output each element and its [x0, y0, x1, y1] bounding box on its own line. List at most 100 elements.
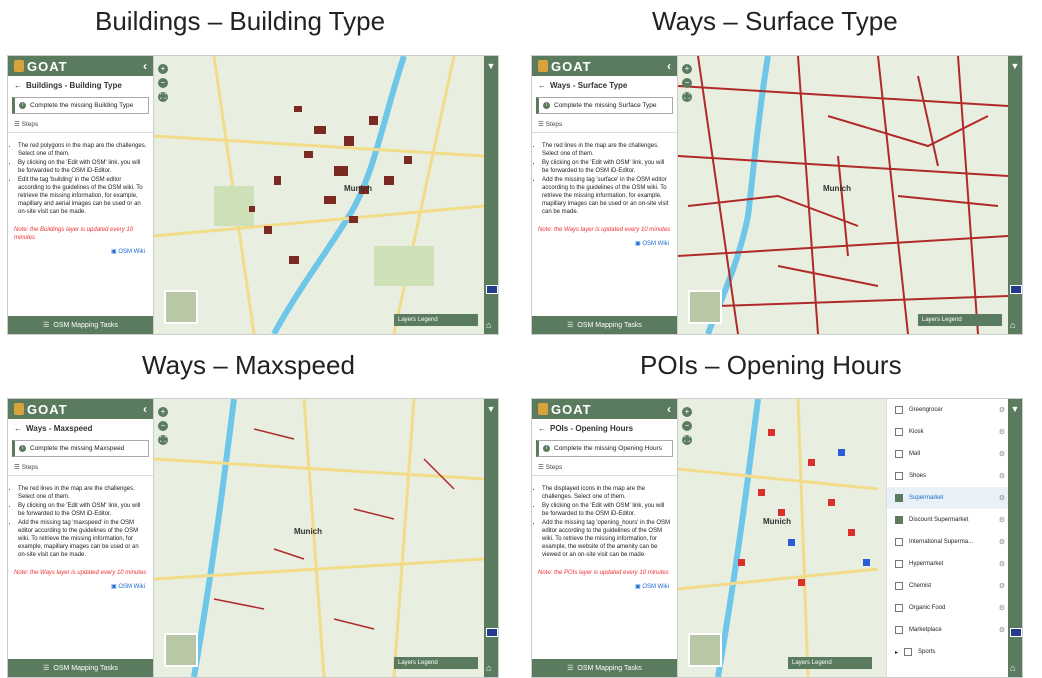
- zoom-in-button[interactable]: +: [682, 407, 692, 417]
- layers-legend-dropdown[interactable]: Layers Legend: [394, 314, 478, 326]
- filter-icon[interactable]: ▼: [486, 61, 496, 71]
- filter-icon[interactable]: ▼: [1010, 61, 1020, 71]
- back-arrow-icon[interactable]: ←: [538, 81, 546, 90]
- back-arrow-icon[interactable]: ←: [14, 424, 22, 433]
- map-canvas[interactable]: [154, 399, 484, 677]
- osm-wiki-link[interactable]: ▣ OSM Wiki: [634, 584, 669, 590]
- layers-legend-dropdown[interactable]: Layers Legend: [394, 657, 478, 669]
- mapping-tasks-button[interactable]: ☰OSM Mapping Tasks: [8, 659, 153, 677]
- osm-wiki-link[interactable]: ▣ OSM Wiki: [634, 241, 669, 247]
- gear-icon[interactable]: ⚙: [998, 473, 1005, 480]
- checkbox[interactable]: [895, 626, 903, 634]
- poi-item-mall[interactable]: Mall⚙: [887, 443, 1008, 465]
- checkbox[interactable]: [895, 450, 903, 458]
- breadcrumb[interactable]: ←POIs - Opening Hours: [538, 424, 634, 433]
- breadcrumb[interactable]: ←Buildings - Building Type: [14, 81, 122, 90]
- poi-item-chemist[interactable]: Chemist⚙: [887, 575, 1008, 597]
- back-arrow-icon[interactable]: ←: [538, 424, 546, 433]
- layers-legend-dropdown[interactable]: Layers Legend: [918, 314, 1002, 326]
- breadcrumb[interactable]: ←Ways - Surface Type: [538, 81, 628, 90]
- checkbox[interactable]: [895, 406, 903, 414]
- zoom-in-button[interactable]: +: [682, 64, 692, 74]
- gear-icon[interactable]: ⚙: [998, 407, 1005, 414]
- collapse-icon[interactable]: ‹: [667, 59, 671, 73]
- layers-legend-dropdown[interactable]: Layers Legend: [788, 657, 872, 669]
- filter-icon[interactable]: ▼: [1010, 404, 1020, 414]
- basemap-switcher[interactable]: [688, 633, 722, 667]
- map-view[interactable]: + − ⛶ Munich Layers Legend Greengrocer⚙ …: [678, 399, 1008, 677]
- poi-item-sports[interactable]: ▸Sports: [895, 648, 936, 656]
- poi-item-supermarket[interactable]: Supermarket⚙: [887, 487, 1008, 509]
- home-icon[interactable]: ⌂: [1010, 663, 1016, 673]
- collapse-icon[interactable]: ‹: [667, 402, 671, 416]
- fullscreen-button[interactable]: ⛶: [682, 92, 692, 102]
- map-view[interactable]: + − ⛶ Munich Layers Legend: [154, 56, 484, 334]
- map-canvas[interactable]: [678, 56, 1008, 334]
- filter-icon[interactable]: ▼: [486, 404, 496, 414]
- language-flag-icon[interactable]: [486, 628, 498, 637]
- checkbox[interactable]: [895, 472, 903, 480]
- poi-item-discount-supermarket[interactable]: Discount Supermarket⚙: [887, 509, 1008, 531]
- gear-icon[interactable]: ⚙: [998, 583, 1005, 590]
- poi-item-greengrocer[interactable]: Greengrocer⚙: [887, 399, 1008, 421]
- checkbox[interactable]: [895, 428, 903, 436]
- poi-item-international-supermarket[interactable]: International Superma...⚙: [887, 531, 1008, 553]
- home-icon[interactable]: ⌂: [1010, 320, 1016, 330]
- gear-icon[interactable]: ⚙: [998, 495, 1005, 502]
- poi-item-hypermarket[interactable]: Hypermarket⚙: [887, 553, 1008, 575]
- gear-icon[interactable]: ⚙: [998, 605, 1005, 612]
- breadcrumb[interactable]: ←Ways - Maxspeed: [14, 424, 93, 433]
- poi-item-kiosk[interactable]: Kiosk⚙: [887, 421, 1008, 443]
- fullscreen-button[interactable]: ⛶: [158, 92, 168, 102]
- gear-icon[interactable]: ⚙: [998, 451, 1005, 458]
- checkbox[interactable]: [895, 494, 903, 502]
- zoom-out-button[interactable]: −: [158, 78, 168, 88]
- fullscreen-button[interactable]: ⛶: [682, 435, 692, 445]
- map-canvas[interactable]: [154, 56, 484, 334]
- mapping-tasks-button[interactable]: ☰OSM Mapping Tasks: [8, 316, 153, 334]
- collapse-icon[interactable]: ‹: [143, 402, 147, 416]
- poi-item-marketplace[interactable]: Marketplace⚙: [887, 619, 1008, 641]
- gear-icon[interactable]: ⚙: [998, 429, 1005, 436]
- zoom-in-button[interactable]: +: [158, 407, 168, 417]
- gear-icon[interactable]: ⚙: [998, 539, 1005, 546]
- map-canvas[interactable]: [678, 399, 1008, 677]
- zoom-in-button[interactable]: +: [158, 64, 168, 74]
- language-flag-icon[interactable]: [1010, 285, 1022, 294]
- basemap-switcher[interactable]: [688, 290, 722, 324]
- back-arrow-icon[interactable]: ←: [14, 81, 22, 90]
- poi-item-shoes[interactable]: Shoes⚙: [887, 465, 1008, 487]
- mapping-tasks-button[interactable]: ☰OSM Mapping Tasks: [532, 659, 677, 677]
- expand-icon[interactable]: ▸: [895, 649, 899, 656]
- gear-icon[interactable]: ⚙: [998, 561, 1005, 568]
- fullscreen-button[interactable]: ⛶: [158, 435, 168, 445]
- zoom-out-button[interactable]: −: [158, 421, 168, 431]
- osm-wiki-link[interactable]: ▣ OSM Wiki: [110, 249, 145, 255]
- osm-wiki-link[interactable]: ▣ OSM Wiki: [110, 584, 145, 590]
- basemap-switcher[interactable]: [164, 290, 198, 324]
- gear-icon[interactable]: ⚙: [998, 517, 1005, 524]
- checkbox[interactable]: [904, 648, 913, 656]
- checkbox[interactable]: [895, 582, 903, 590]
- zoom-out-button[interactable]: −: [682, 78, 692, 88]
- home-icon[interactable]: ⌂: [486, 320, 492, 330]
- language-flag-icon[interactable]: [1010, 628, 1022, 637]
- collapse-icon[interactable]: ‹: [143, 59, 147, 73]
- map-view[interactable]: + − ⛶ Munich Layers Legend: [678, 56, 1008, 334]
- checkbox[interactable]: [895, 516, 903, 524]
- basemap-switcher[interactable]: [164, 633, 198, 667]
- checkbox[interactable]: [895, 604, 903, 612]
- language-flag-icon[interactable]: [486, 285, 498, 294]
- poi-item-organic-food[interactable]: Organic Food⚙: [887, 597, 1008, 619]
- mapping-tasks-button[interactable]: ☰OSM Mapping Tasks: [532, 316, 677, 334]
- home-icon[interactable]: ⌂: [486, 663, 492, 673]
- gear-icon[interactable]: ⚙: [998, 627, 1005, 634]
- checkbox[interactable]: [895, 560, 903, 568]
- map-view[interactable]: + − ⛶ Munich Layers Legend: [154, 399, 484, 677]
- zoom-out-button[interactable]: −: [682, 421, 692, 431]
- checkbox[interactable]: [895, 538, 903, 546]
